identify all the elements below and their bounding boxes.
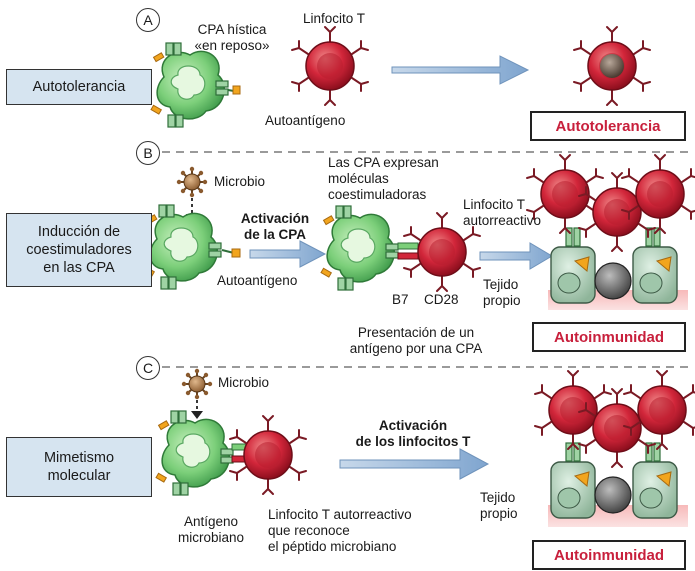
tissue-cell-icon: [594, 476, 632, 514]
t-cell-icon: [291, 26, 369, 106]
apc-cell-icon: [155, 410, 234, 496]
tissue-cell-icon: [632, 246, 678, 304]
microbe-icon: [175, 165, 209, 199]
tissue-cell-icon: [550, 246, 596, 304]
outcome-text: Autotolerancia: [555, 117, 661, 135]
apc-cell-icon: [320, 205, 399, 291]
t-cell-icon: [229, 415, 307, 495]
panel-letter-c: C: [136, 356, 160, 380]
autoreactive-t-cell-label: Linfocito T autorreactivo que reconoce e…: [268, 507, 412, 554]
costimulatory-expression-label: Las CPA expresan moléculas coestimulador…: [328, 155, 439, 202]
outcome-text: Autoinmunidad: [554, 546, 664, 564]
process-arrow-icon: [479, 242, 553, 270]
side-label-costimulator-induction: Inducción de coestimuladores en las CPA: [6, 213, 152, 287]
apc-resting-label: CPA hística «en reposo»: [194, 22, 270, 53]
outcome-autotolerance: Autotolerancia: [530, 111, 686, 141]
outcome-autoimmunity: Autoinmunidad: [532, 540, 686, 570]
outcome-autoimmunity: Autoinmunidad: [532, 322, 686, 352]
panel-a-graphics: [150, 26, 651, 128]
microbe-label: Microbio: [214, 174, 266, 189]
t-cell-icon: [573, 26, 651, 106]
panel-b-graphics: [143, 154, 695, 310]
cd28-label: CD28: [424, 292, 459, 307]
microbe-label: Microbio: [218, 375, 270, 390]
apc-activation-label: Activación de la CPA: [240, 211, 310, 242]
antigen-presentation-label: Presentación de un antígeno por una CPA: [349, 325, 483, 356]
b7-label: B7: [392, 292, 409, 307]
side-label-molecular-mimicry: Mimetismo molecular: [6, 437, 152, 497]
t-cell-label: Linfocito T: [303, 11, 366, 26]
side-label-autotolerance: Autotolerancia: [6, 69, 152, 105]
microbial-antigen-label: Antígeno microbiano: [177, 514, 245, 545]
process-arrow-icon: [339, 448, 490, 480]
tissue-cell-icon: [594, 262, 632, 300]
panel-letter-b: B: [136, 141, 160, 165]
tissue-cell-icon: [632, 461, 678, 519]
side-label-text: Mimetismo molecular: [43, 450, 115, 484]
t-cell-activation-label: Activación de los linfocitos T: [355, 418, 471, 449]
side-label-text: Inducción de coestimuladores en las CPA: [26, 224, 132, 276]
outcome-text: Autoinmunidad: [554, 328, 664, 346]
tissue-cell-icon: [550, 461, 596, 519]
self-antigen-label: Autoantígeno: [265, 113, 346, 128]
apc-cell-icon: [143, 204, 222, 290]
panel-letter-a: A: [136, 8, 160, 32]
own-tissue-label: Tejido propio: [483, 277, 521, 308]
self-antigen-label: Autoantígeno: [217, 273, 298, 288]
process-arrow-icon: [249, 240, 327, 268]
panel-c-graphics: [155, 367, 695, 527]
microbe-icon: [180, 367, 214, 401]
side-label-text: Autotolerancia: [32, 79, 126, 95]
own-tissue-label: Tejido propio: [480, 490, 518, 521]
autoreactive-t-cell-label: Linfocito T autorreactivo: [463, 197, 542, 228]
apc-cell-icon: [150, 42, 229, 128]
